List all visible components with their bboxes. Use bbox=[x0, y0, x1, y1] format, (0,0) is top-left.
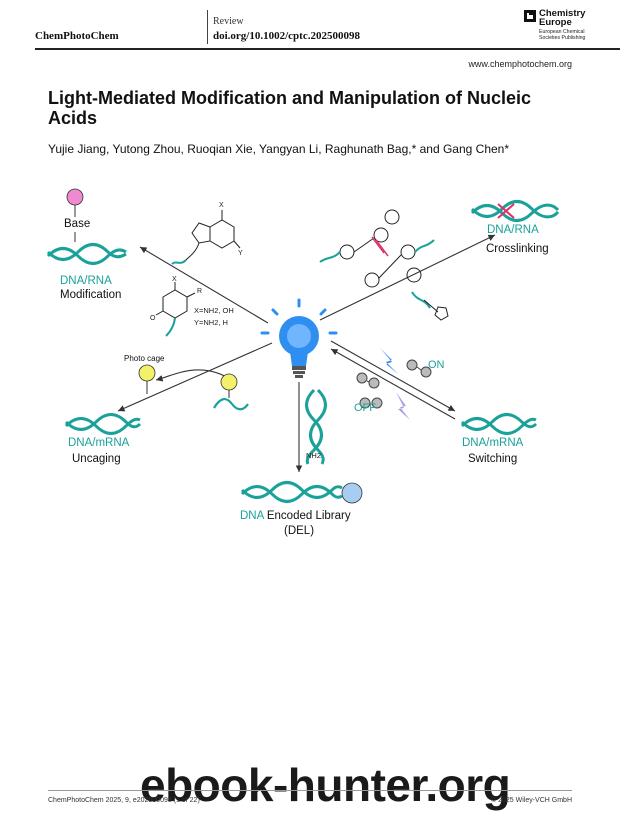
graphical-abstract-svg: X Y X R O X=NH2, OH Y=NH2, H bbox=[46, 188, 560, 504]
pyrimidine-structure-icon bbox=[155, 282, 196, 337]
graphical-abstract: X Y X R O X=NH2, OH Y=NH2, H bbox=[0, 160, 620, 560]
publisher-name-line2: Europe bbox=[539, 17, 572, 28]
purine-sub-x: X bbox=[219, 202, 224, 209]
publisher-logo: Chemistry Europe European Chemical Socie… bbox=[524, 8, 616, 44]
header-rule bbox=[35, 48, 620, 50]
journal-name: ChemPhotoChem bbox=[35, 30, 119, 42]
journal-website-link[interactable]: www.chemphotochem.org bbox=[468, 59, 572, 69]
caged-strand-icon bbox=[213, 373, 249, 411]
photo-cage-label: Photo cage bbox=[124, 354, 165, 363]
crosslinking-title: Crosslinking bbox=[486, 243, 549, 255]
vertical-helix-icon bbox=[305, 388, 327, 465]
library-title-rest: Encoded Library bbox=[263, 510, 351, 522]
modification-helix-icon bbox=[46, 243, 127, 265]
publisher-subtitle-line2: Societies Publishing bbox=[539, 35, 586, 41]
switching-nucleic-acid-label: DNA/mRNA bbox=[462, 437, 524, 449]
publisher-subtitle-line1: European Chemical bbox=[539, 29, 585, 35]
footer-rule bbox=[48, 790, 572, 791]
footer-copyright: © 2025 Wiley-VCH GmbH bbox=[490, 797, 572, 804]
switch-on-light-icon bbox=[380, 348, 398, 374]
doi-link[interactable]: doi.org/10.1002/cptc.202500098 bbox=[213, 30, 360, 42]
pyrimidine-o-label: O bbox=[150, 315, 156, 322]
article-title: Light-Mediated Modification and Manipula… bbox=[48, 88, 531, 128]
switching-title: Switching bbox=[468, 453, 518, 465]
chemistry-europe-logo-icon bbox=[524, 10, 536, 22]
azobenzene-icon bbox=[356, 359, 432, 409]
arrow-to-modification bbox=[139, 246, 269, 324]
header-divider bbox=[207, 10, 208, 44]
switch-on-label: ON bbox=[428, 359, 445, 371]
light-bulb-icon bbox=[260, 298, 338, 378]
arrow-to-switching bbox=[330, 340, 456, 412]
switch-off-label: OFF bbox=[354, 402, 376, 414]
library-helix-icon bbox=[240, 481, 363, 504]
crosslinker-structure-icon bbox=[319, 209, 449, 321]
uncaging-nucleic-acid-label: DNA/mRNA bbox=[68, 437, 130, 449]
base-label: Base bbox=[64, 218, 91, 230]
modification-title: Modification bbox=[60, 289, 122, 301]
arrow-to-uncaging bbox=[117, 342, 273, 412]
uncaging-title: Uncaging bbox=[72, 453, 121, 465]
crosslinking-nucleic-acid-label: DNA/RNA bbox=[487, 224, 539, 236]
crosslinking-helix-icon bbox=[470, 200, 560, 222]
purine-structure-icon bbox=[171, 210, 241, 265]
footer-citation: ChemPhotoChem 2025, 9, e202500098 (1 of … bbox=[48, 797, 200, 804]
substituent-y-def: Y=NH2, H bbox=[194, 318, 228, 327]
publisher-name: Chemistry Europe bbox=[539, 8, 586, 28]
nh2-label: NH2 bbox=[306, 451, 321, 460]
pyrimidine-sub-r: R bbox=[197, 288, 202, 295]
arrow-cage-release bbox=[155, 369, 233, 382]
article-type: Review bbox=[213, 16, 244, 27]
base-pin-icon bbox=[66, 188, 84, 242]
purine-sub-y: Y bbox=[238, 250, 243, 257]
modification-nucleic-acid-label: DNA/RNA bbox=[60, 275, 112, 287]
watermark: ebook-hunter.org bbox=[140, 759, 511, 811]
author-list: Yujie Jiang, Yutong Zhou, Ruoqian Xie, Y… bbox=[48, 142, 510, 156]
arrow-from-switching bbox=[330, 348, 456, 420]
uncaging-helix-icon bbox=[64, 413, 142, 435]
library-abbr: (DEL) bbox=[284, 525, 315, 537]
substituent-x-def: X=NH2, OH bbox=[194, 306, 234, 315]
switch-off-light-icon bbox=[396, 392, 410, 420]
library-dna-word: DNA bbox=[240, 510, 264, 522]
pyrimidine-sub-x: X bbox=[172, 276, 177, 283]
switching-helix-icon bbox=[460, 413, 538, 435]
library-title: DNA Encoded Library bbox=[240, 510, 351, 522]
photo-cage-icon bbox=[138, 364, 156, 394]
publisher-subtitle: European Chemical Societies Publishing bbox=[539, 29, 585, 41]
publisher-name-line1: Chemistry bbox=[539, 8, 586, 19]
